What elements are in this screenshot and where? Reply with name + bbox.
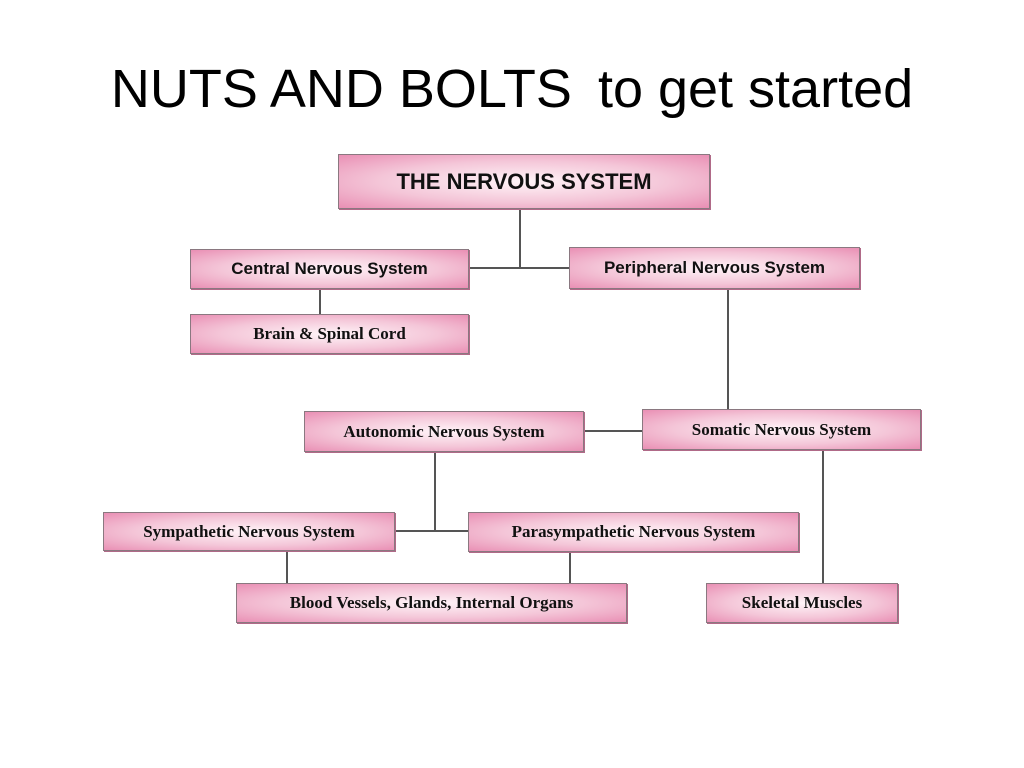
slide-title: NUTS AND BOLTS to get started: [0, 62, 1024, 116]
node-parasympathetic-nervous-system: Parasympathetic Nervous System: [468, 512, 799, 552]
node-brain-spinal-cord: Brain & Spinal Cord: [190, 314, 469, 354]
node-label: Skeletal Muscles: [741, 593, 863, 612]
node-blood-vessels-glands-organs: Blood Vessels, Glands, Internal Organs: [236, 583, 627, 623]
node-nervous-system: THE NERVOUS SYSTEM: [338, 154, 710, 209]
node-label: Somatic Nervous System: [691, 419, 872, 439]
node-label: Central Nervous System: [231, 259, 428, 278]
node-peripheral-nervous-system: Peripheral Nervous System: [569, 247, 860, 289]
node-label: THE NERVOUS SYSTEM: [396, 168, 652, 194]
connector-cns-brain: [319, 288, 321, 315]
node-somatic-nervous-system: Somatic Nervous System: [642, 409, 921, 450]
node-label: Peripheral Nervous System: [603, 258, 826, 277]
node-label: Blood Vessels, Glands, Internal Organs: [289, 593, 574, 612]
connector-parasympathetic-organs: [569, 551, 571, 584]
connector-sympathetic-organs: [286, 550, 288, 584]
connector-cns-pns: [468, 267, 570, 269]
connector-sympathetic-parasympathetic: [395, 530, 469, 532]
node-label: Autonomic Nervous System: [343, 421, 545, 441]
title-main: NUTS AND BOLTS: [110, 59, 572, 119]
connector-autonomic-somatic: [583, 430, 643, 432]
connector-autonomic-down: [434, 451, 436, 531]
node-label: Parasympathetic Nervous System: [511, 522, 756, 541]
connector-pns-somatic: [727, 288, 729, 410]
connector-somatic-muscles: [822, 449, 824, 584]
node-sympathetic-nervous-system: Sympathetic Nervous System: [103, 512, 395, 551]
connector-root-down: [519, 208, 521, 268]
title-sub: to get started: [597, 59, 914, 119]
node-label: Sympathetic Nervous System: [143, 521, 355, 541]
node-label: Brain & Spinal Cord: [253, 324, 406, 343]
node-central-nervous-system: Central Nervous System: [190, 249, 469, 289]
node-skeletal-muscles: Skeletal Muscles: [706, 583, 898, 623]
node-autonomic-nervous-system: Autonomic Nervous System: [304, 411, 584, 452]
